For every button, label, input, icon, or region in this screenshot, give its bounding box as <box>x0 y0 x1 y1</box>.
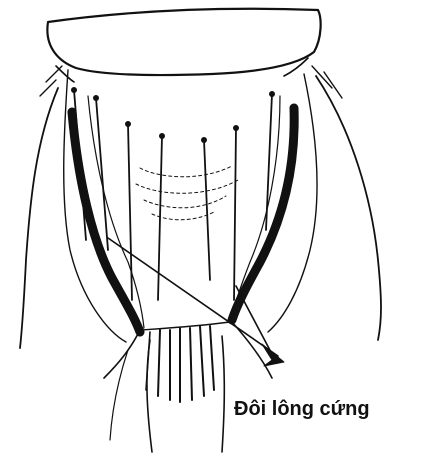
seta-3 <box>128 124 132 300</box>
lower-seta-1 <box>158 330 160 396</box>
lower-seta-5 <box>200 326 204 396</box>
lower-base <box>142 322 230 330</box>
seta-dot-3 <box>125 121 131 127</box>
tail-left <box>147 340 152 452</box>
seta-dot-1 <box>71 87 77 93</box>
bristle-label: Đôi lông cứng <box>234 398 370 421</box>
center-fold-2 <box>136 180 238 193</box>
lower-seta-4 <box>190 328 192 400</box>
tail-inner-left <box>110 350 128 440</box>
seta-dot-6 <box>233 125 239 131</box>
seta-7 <box>266 94 272 230</box>
pointer-arrowhead <box>262 344 284 366</box>
right-thick-rod <box>232 108 294 320</box>
seta-dot-5 <box>201 137 207 143</box>
outer-left-line <box>20 88 58 348</box>
lower-seta-6 <box>210 326 214 390</box>
seta-6 <box>234 128 236 300</box>
center-fold-3 <box>144 196 226 208</box>
center-fold-1 <box>140 166 232 177</box>
top-plate-outline <box>47 9 320 75</box>
center-fold-4 <box>152 212 214 220</box>
outer-left-tick <box>46 66 62 82</box>
outer-right-line <box>316 76 381 340</box>
pointer-line-2 <box>236 286 272 354</box>
seta-dot-2 <box>93 95 99 101</box>
seta-2 <box>96 98 108 250</box>
tail-right <box>222 336 224 452</box>
seta-5 <box>204 140 210 280</box>
seta-dot-4 <box>159 133 165 139</box>
seta-dot-7 <box>269 91 275 97</box>
outer-left-tick-2 <box>40 80 56 96</box>
